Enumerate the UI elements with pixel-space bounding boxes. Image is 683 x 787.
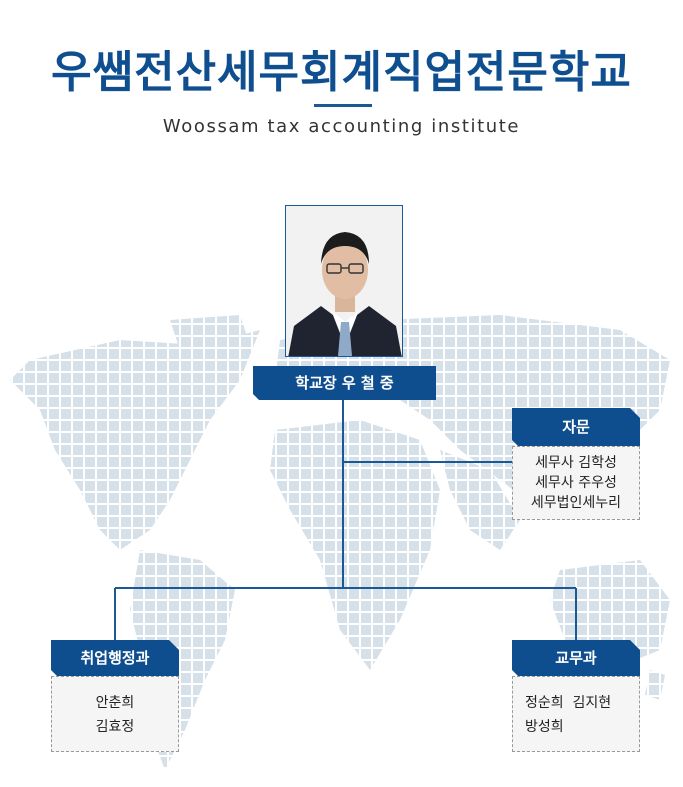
title-underline bbox=[314, 104, 372, 107]
dept-member: 안춘희 bbox=[95, 695, 135, 711]
principal-photo bbox=[285, 205, 403, 357]
academic-affairs-dept-title: 교무과 bbox=[512, 640, 640, 676]
advisory-member: 세무사 주우성 bbox=[535, 475, 617, 491]
employment-admin-dept-members: 안춘희 김효정 bbox=[51, 676, 179, 752]
principal-label: 학교장 우 철 중 bbox=[253, 366, 436, 400]
portrait-image bbox=[286, 206, 402, 356]
advisory-members: 세무사 김학성 세무사 주우성 세무법인세누리 bbox=[512, 446, 640, 520]
page-title: 우쌤전산세무회계직업전문학교 bbox=[51, 47, 632, 98]
advisory-title: 자문 bbox=[512, 408, 640, 446]
advisory-member: 세무법인세누리 bbox=[530, 495, 622, 511]
page-subtitle: Woossam tax accounting institute bbox=[162, 116, 521, 137]
academic-affairs-dept-members: 정순희 김지현 방성희 bbox=[512, 676, 640, 752]
advisory-member: 세무사 김학성 bbox=[535, 455, 617, 471]
dept-member: 정순희 김지현 bbox=[525, 695, 612, 711]
dept-member: 김효정 bbox=[95, 719, 135, 735]
dept-member: 방성희 bbox=[525, 719, 564, 735]
employment-admin-dept-title: 취업행정과 bbox=[51, 640, 179, 676]
